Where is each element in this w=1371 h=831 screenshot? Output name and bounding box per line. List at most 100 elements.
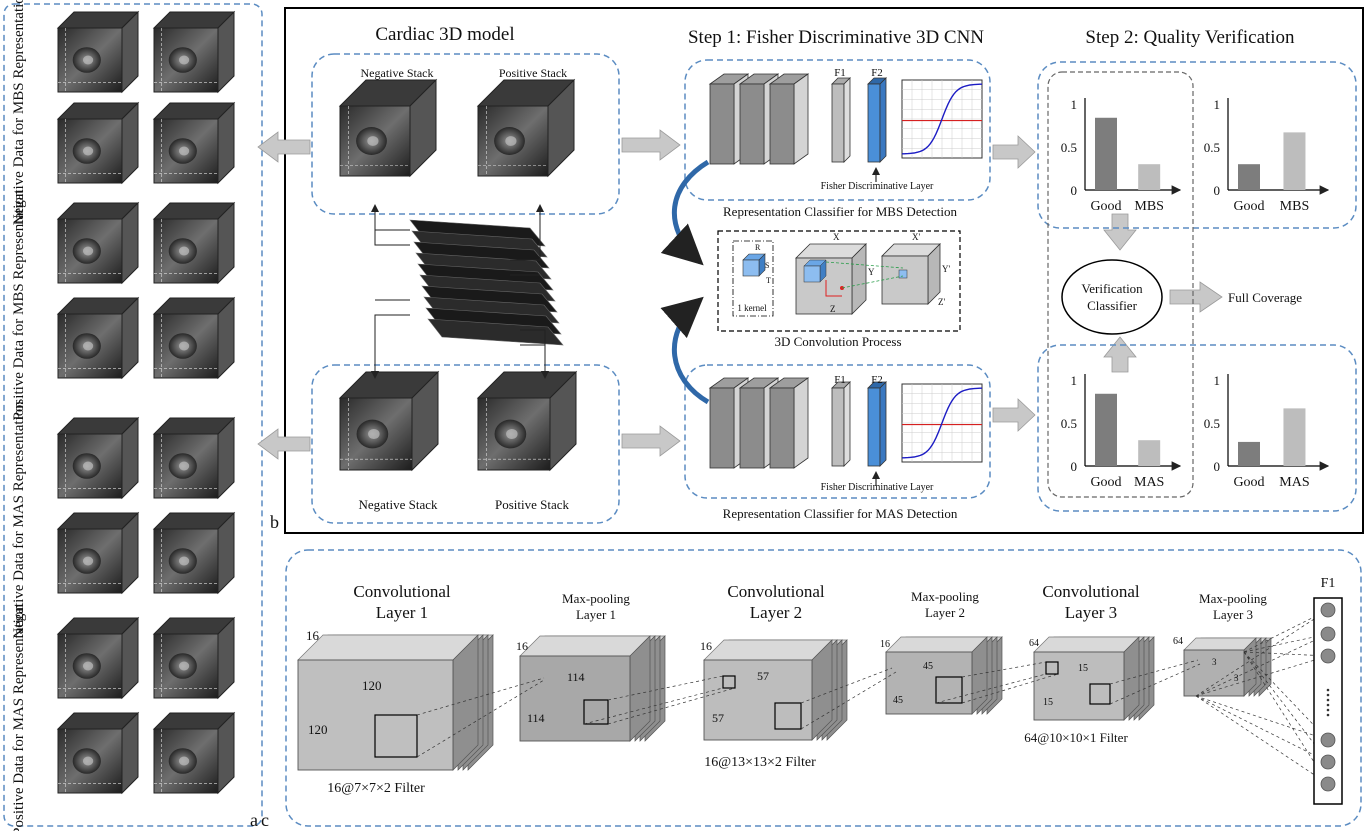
pool1-window xyxy=(583,699,609,725)
mbs-conv-front-2 xyxy=(739,83,765,165)
layer-title-pool2-line2: Layer 2 xyxy=(925,605,965,620)
mas-conv-front-2 xyxy=(739,387,765,469)
panel-a-cube-4 xyxy=(152,101,236,185)
pool2-window xyxy=(935,676,963,704)
c1-depth-label: 16 xyxy=(306,628,320,643)
p2-height-label: 45 xyxy=(893,695,903,706)
layer-title-conv1-line1: Convolutional xyxy=(353,582,451,601)
f1-node-1 xyxy=(1320,602,1336,618)
upper-positive-stack-label: Positive Stack xyxy=(499,66,567,80)
conv3-window xyxy=(1045,661,1059,675)
panel-a-cube-11 xyxy=(56,511,140,595)
panel-a: Negative Data for MBS Representation Pos… xyxy=(3,0,263,831)
chart-mbs-before-tick-2: 0 xyxy=(1071,183,1078,198)
mbs-conv-front-3 xyxy=(769,83,795,165)
filter1-window xyxy=(374,714,418,758)
panel-a-cube-1 xyxy=(56,10,140,94)
lower-f1-label: F1 xyxy=(834,374,846,386)
upper-negative-stack-label: Negative Stack xyxy=(361,66,434,80)
axis-r-label: R xyxy=(755,243,761,252)
mri-slice-10 xyxy=(427,318,564,346)
cnn-layer-blocks xyxy=(297,609,1329,785)
filter2-label: 16@13×13×2 Filter xyxy=(704,755,816,770)
arrow-to-cnn-lower-icon xyxy=(621,425,681,457)
f1-ellipsis-dot-6 xyxy=(1326,713,1330,717)
layer-title-conv3-line2: Layer 3 xyxy=(1065,603,1117,622)
conv-process-diagram xyxy=(732,240,941,317)
mri-slice-stack xyxy=(409,219,564,346)
layer-title-conv2-line2: Layer 2 xyxy=(750,603,802,622)
upper-fisher-layer-label: Fisher Discriminative Layer xyxy=(821,181,934,192)
chart-mas-before-tick-2: 0 xyxy=(1071,459,1078,474)
cardiac-model-title: Cardiac 3D model xyxy=(375,24,514,45)
chart-mbs-after-tick-0: 1 xyxy=(1214,97,1221,112)
chart-mbs-after-tick-2: 0 xyxy=(1214,183,1221,198)
p3-width-label: 3 xyxy=(1212,657,1217,667)
mas-verification-box xyxy=(1037,344,1357,512)
conv-process-box xyxy=(717,230,961,332)
chart-mbs-before-label-0: Good xyxy=(1090,199,1121,214)
panel-c-letter: c xyxy=(261,810,269,830)
panel-b: b Cardiac 3D model Step 1: Fisher Discri… xyxy=(257,7,1364,534)
upper-positive-cube xyxy=(476,78,576,178)
f1-node-6 xyxy=(1320,776,1336,792)
chart-mas-before-label-0: Good xyxy=(1090,475,1121,490)
chart-mbs-before-tick-1: 0.5 xyxy=(1061,140,1077,155)
panel-a-mri-grid xyxy=(56,10,236,795)
f1-ellipsis-dot-1 xyxy=(1326,688,1330,692)
panel-a-cube-9 xyxy=(56,416,140,500)
verification-classifier-node xyxy=(1061,259,1163,335)
arrow-to-step2-upper-icon xyxy=(992,135,1036,169)
c1-height-label: 120 xyxy=(308,722,328,737)
f1-ellipsis-dot-5 xyxy=(1326,708,1330,712)
mas-f2-layer xyxy=(867,387,881,467)
f1-vector-label: F1 xyxy=(1321,576,1336,591)
panel-a-cube-14 xyxy=(152,616,236,700)
conv-layer-1-block xyxy=(297,634,494,771)
mas-sigmoid-plot xyxy=(901,383,983,463)
mbs-verification-box xyxy=(1037,61,1357,229)
mbs-sigmoid-curve xyxy=(902,83,982,155)
chart-mbs-before-bar-mbs xyxy=(1138,164,1161,190)
conv-layer-2-block xyxy=(703,639,848,741)
lower-f2-label: F2 xyxy=(871,374,883,386)
chart-mas-before-bar-mas xyxy=(1138,440,1161,466)
mas-sigmoid-curve xyxy=(902,387,982,459)
layer-title-pool3-line1: Max-pooling xyxy=(1199,591,1267,606)
chart-mas-before-tick-0: 1 xyxy=(1071,373,1078,388)
panel-a-cube-15 xyxy=(56,711,140,795)
conv-process-kernel-frame xyxy=(732,240,774,317)
mbs-f2-layer xyxy=(867,83,881,163)
mas-f1-layer xyxy=(831,387,845,467)
chart-mas-after-tick-0: 1 xyxy=(1214,373,1221,388)
panel-a-cube-5 xyxy=(56,201,140,285)
arrow-to-cnn-upper-icon xyxy=(621,129,681,161)
filter1-label: 16@7×7×2 Filter xyxy=(327,781,425,796)
chart-mbs-before-tick-0: 1 xyxy=(1071,97,1078,112)
panel-c: c Convolutional Layer 1 Max-pooling Laye… xyxy=(261,549,1362,830)
chart-mas-after-tick-2: 0 xyxy=(1214,459,1221,474)
step1-title: Step 1: Fisher Discriminative 3D CNN xyxy=(688,27,984,48)
lower-positive-stack-label: Positive Stack xyxy=(495,497,570,512)
f1-nodes xyxy=(1320,602,1336,792)
axis-y-label: Y xyxy=(868,267,875,277)
p1-depth-label: 16 xyxy=(516,639,528,653)
panel-a-letter: a xyxy=(250,810,258,830)
layer-title-conv1-line2: Layer 1 xyxy=(376,603,428,622)
filter3-label: 64@10×10×1 Filter xyxy=(1024,730,1128,745)
arrow-down-to-verifier-icon xyxy=(1103,213,1137,251)
f1-node-4 xyxy=(1320,732,1336,748)
arrow-to-step2-lower-icon xyxy=(992,398,1036,432)
c2-depth-label: 16 xyxy=(700,639,712,653)
kernel-label: 1 kernel xyxy=(737,303,767,313)
panel-a-cube-7 xyxy=(56,296,140,380)
panel-a-cube-16 xyxy=(152,711,236,795)
arrow-to-panel-a-upper-icon xyxy=(257,131,311,163)
chart-mas-before-label-1: MAS xyxy=(1134,475,1164,490)
mbs-sigmoid-plot xyxy=(901,79,983,159)
panel-a-cube-10 xyxy=(152,416,236,500)
arrow-to-full-coverage-icon xyxy=(1169,281,1223,313)
p1-width-label: 114 xyxy=(567,670,585,684)
